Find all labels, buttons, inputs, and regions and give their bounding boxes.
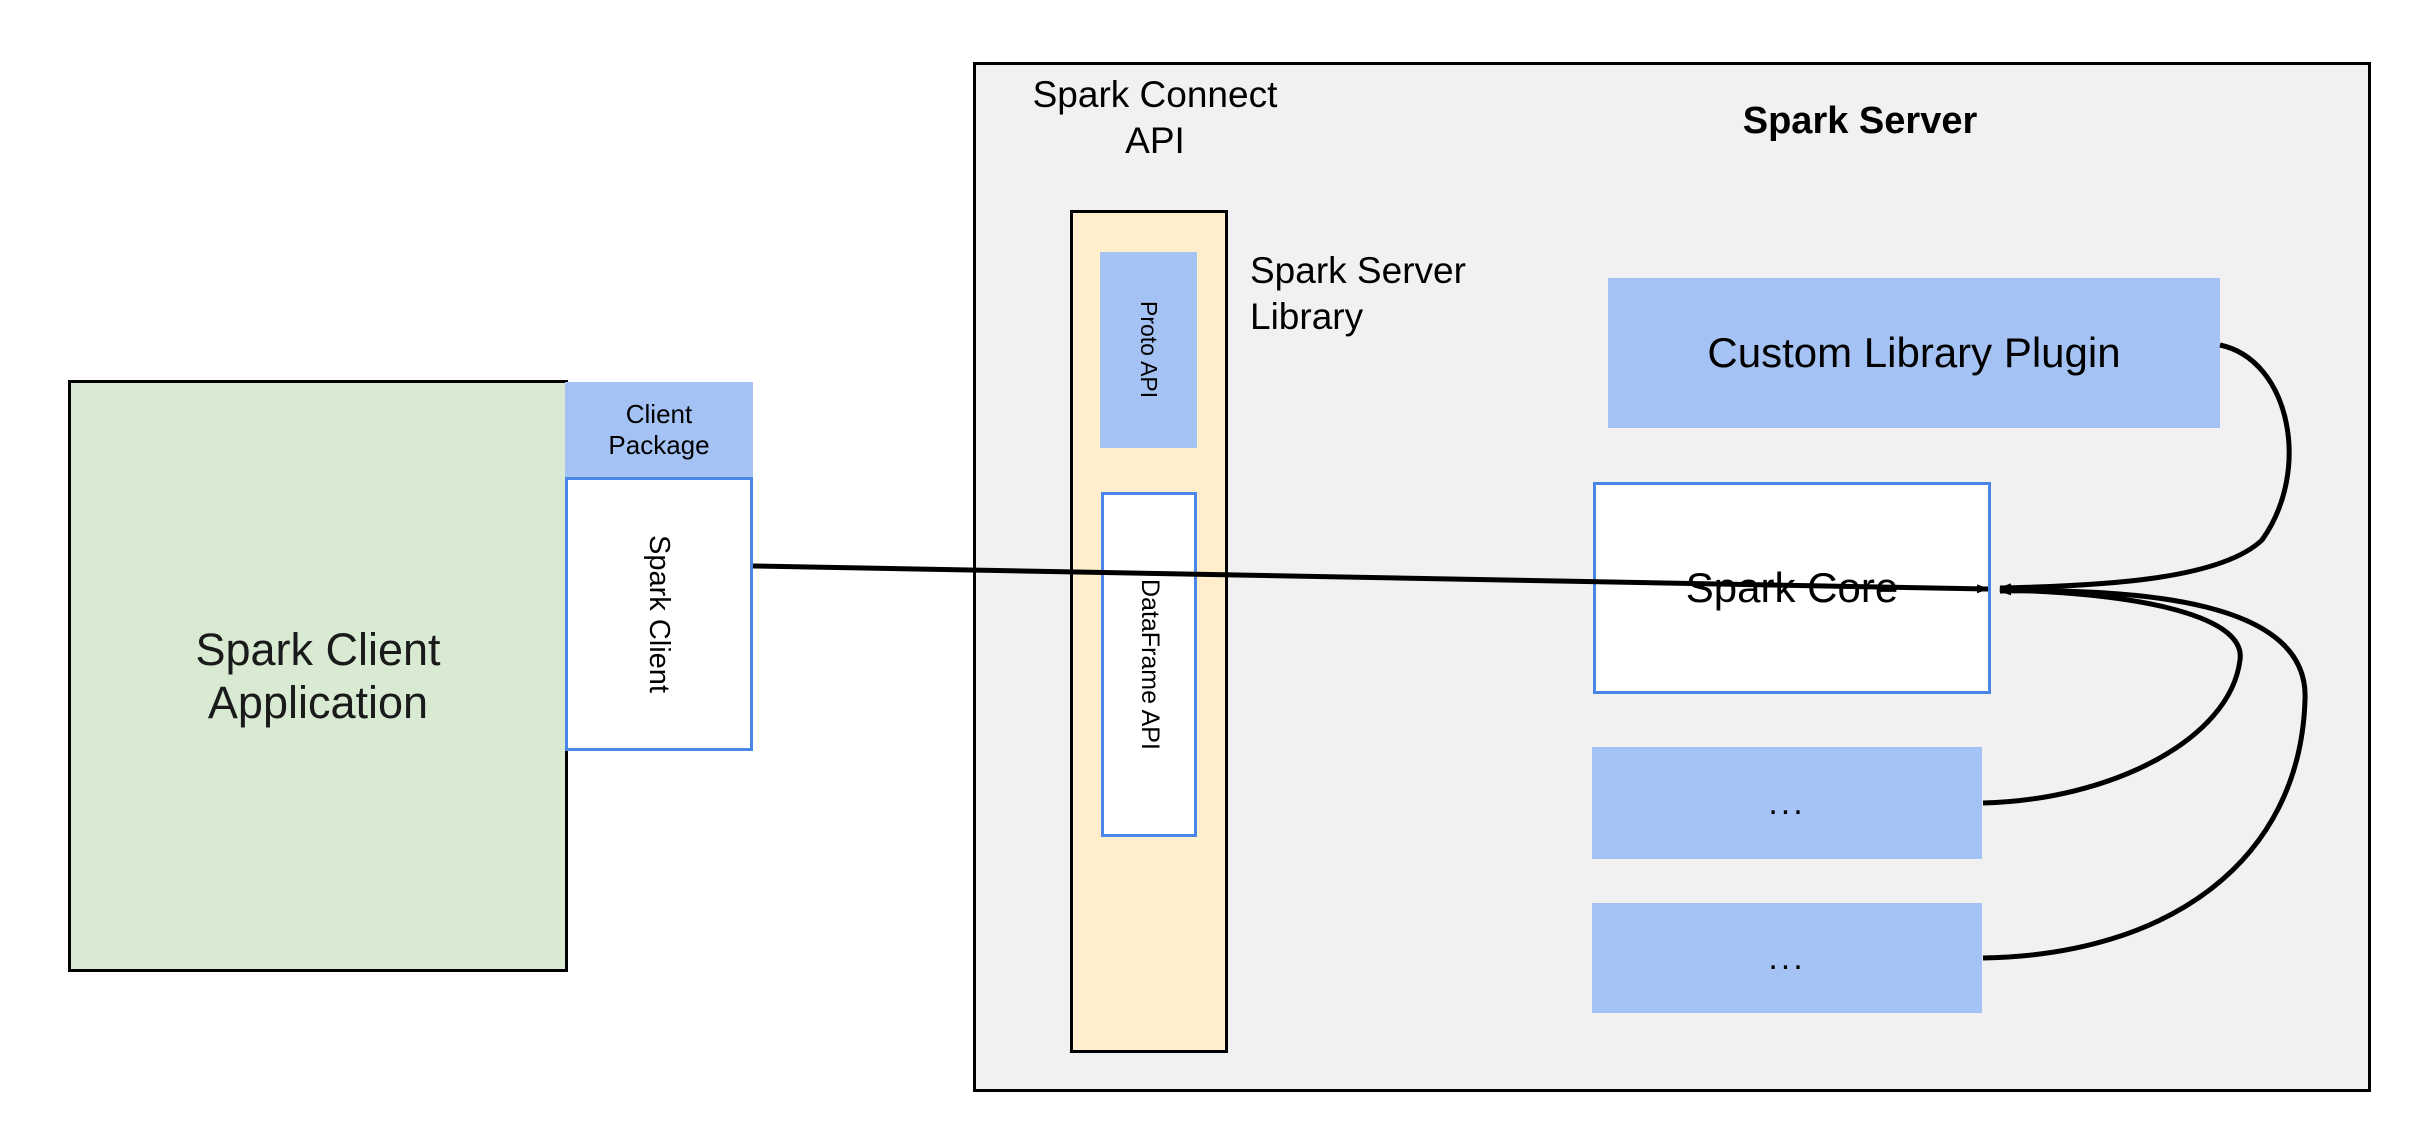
server-component-ellipsis-2: ... (1592, 903, 1982, 1013)
spark-client-label: Spark Client (643, 535, 676, 693)
proto-api-box: Proto API (1100, 252, 1197, 448)
dataframe-api-label: DataFrame API (1135, 579, 1164, 750)
spark-server-title: Spark Server (1742, 100, 1978, 142)
server-component-ellipsis-1: ... (1592, 747, 1982, 859)
custom-library-plugin-box: Custom Library Plugin (1608, 278, 2220, 428)
spark-client-box: Spark Client (565, 477, 753, 751)
proto-api-label: Proto API (1136, 301, 1163, 399)
spark-core-box: Spark Core (1593, 482, 1991, 694)
client-package-box: Client Package (565, 382, 753, 478)
spark-client-application-box: Spark Client Application (68, 380, 568, 972)
dataframe-api-box: DataFrame API (1101, 492, 1197, 837)
spark-server-library-label: Spark Server Library (1250, 250, 1466, 337)
spark-connect-api-label: Spark Connect API (1032, 74, 1278, 161)
